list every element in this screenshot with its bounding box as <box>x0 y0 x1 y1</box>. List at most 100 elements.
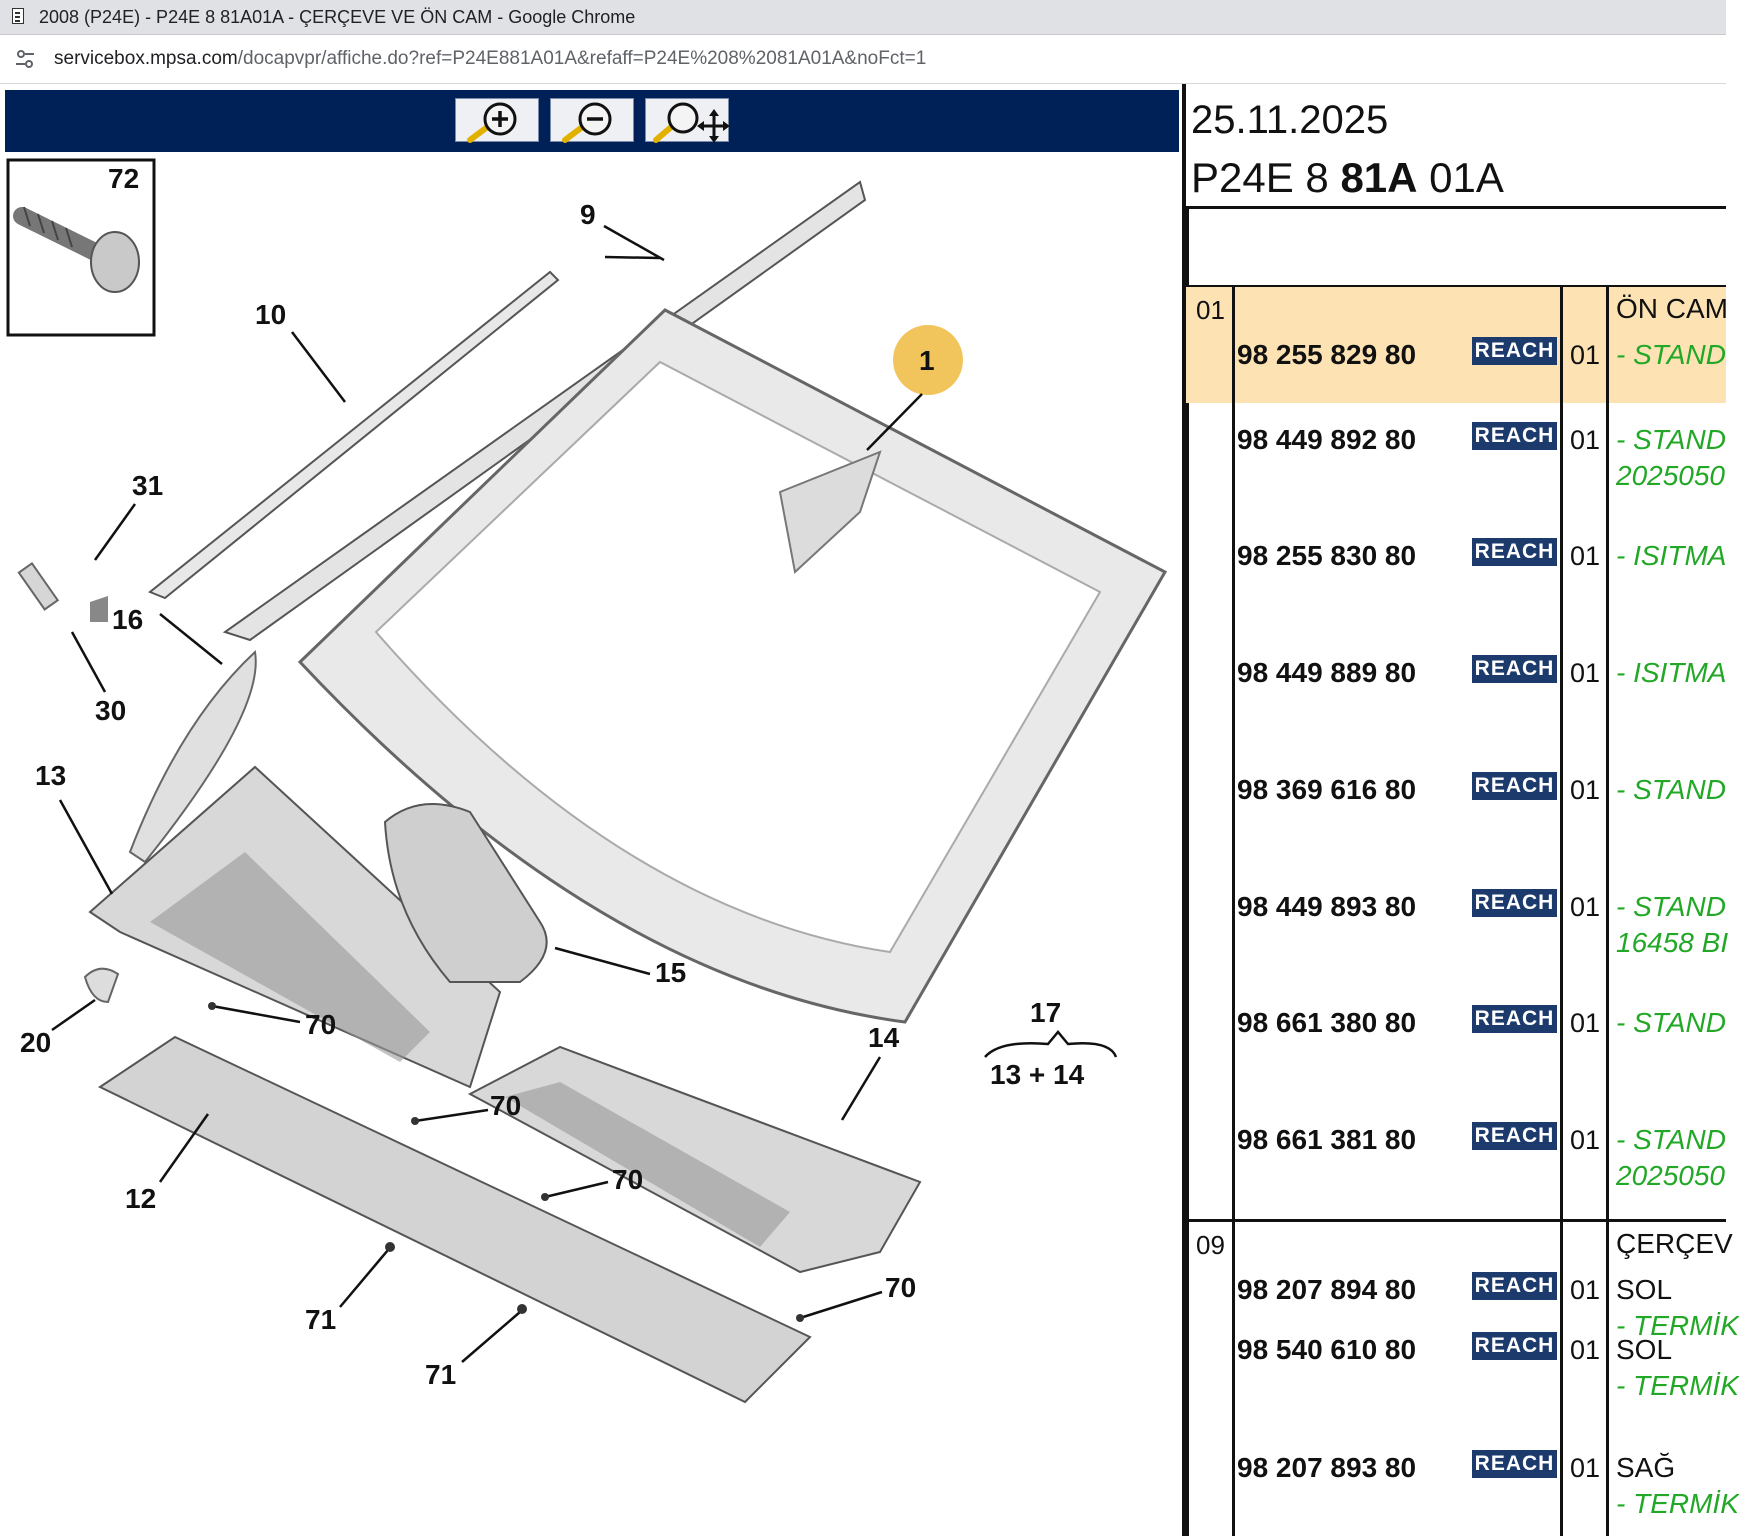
part-description: - STAND <box>1616 424 1726 455</box>
reach-badge[interactable]: REACH <box>1472 1005 1557 1033</box>
ref-suffix: 01A <box>1417 154 1504 201</box>
part-description-line2: - TERMİK <box>1616 1488 1739 1519</box>
part-number[interactable]: 98 369 616 80 <box>1237 774 1417 805</box>
site-settings-icon[interactable] <box>14 48 36 70</box>
part-number[interactable]: 98 661 381 80 <box>1237 1124 1417 1155</box>
reach-badge[interactable]: REACH <box>1472 1332 1557 1360</box>
callout-20: 20 <box>20 1027 51 1058</box>
reach-badge[interactable]: REACH <box>1472 538 1557 566</box>
part-description-line2: 2025050 <box>1616 1160 1726 1191</box>
table-row[interactable]: 98 661 380 80 REACH 01 - STAND <box>1186 989 1726 1106</box>
group-heading: ÇERÇEV <box>1616 1228 1733 1259</box>
screw-inset: 72 <box>6 158 156 337</box>
part-number[interactable]: 98 449 889 80 <box>1237 657 1417 688</box>
part-description: SOL <box>1616 1274 1673 1305</box>
part-description: - STAND <box>1616 774 1726 805</box>
reference-code: P24E 8 81A 01A <box>1191 154 1504 202</box>
pane-divider[interactable] <box>1182 84 1186 1536</box>
callout-70-c: 70 <box>612 1164 643 1195</box>
callout-16: 16 <box>112 604 143 635</box>
quantity: 01 <box>1570 1335 1601 1365</box>
table-row[interactable]: 98 255 830 80 REACH 01 - ISITMA <box>1186 522 1726 639</box>
document-icon <box>12 8 24 24</box>
part-number[interactable]: 98 540 610 80 <box>1237 1334 1417 1365</box>
reach-badge[interactable]: REACH <box>1472 1450 1557 1478</box>
callout-71-b: 71 <box>425 1359 456 1390</box>
quantity: 01 <box>1570 775 1601 805</box>
callout-1: 1 <box>919 345 935 376</box>
quantity: 01 <box>1570 1275 1601 1305</box>
callout-31: 31 <box>132 470 163 501</box>
url-text[interactable]: servicebox.mpsa.com/docapvpr/affiche.do?… <box>54 48 926 70</box>
table-row[interactable]: 98 207 893 80 REACH 01 SAĞ - TERMİK <box>1186 1434 1739 1536</box>
screw-icon <box>13 206 140 293</box>
url-path: /docapvpr/affiche.do?ref=P24E881A01A&ref… <box>237 48 927 69</box>
callout-13: 13 <box>35 760 66 791</box>
callout-10: 10 <box>255 299 286 330</box>
header-rule <box>1186 206 1726 209</box>
reach-badge[interactable]: REACH <box>1472 889 1557 917</box>
quantity: 01 <box>1570 1125 1601 1155</box>
part-number[interactable]: 98 449 892 80 <box>1237 424 1417 455</box>
address-bar[interactable]: servicebox.mpsa.com/docapvpr/affiche.do?… <box>0 35 1726 84</box>
reach-badge[interactable]: REACH <box>1472 337 1557 365</box>
part-description-line2: 2025050 <box>1616 460 1726 491</box>
zoom-in-icon <box>467 102 517 143</box>
pan-icon <box>653 102 730 143</box>
callout-70: 70 <box>305 1009 336 1040</box>
quantity: 01 <box>1570 425 1601 455</box>
url-host: servicebox.mpsa.com <box>54 48 238 69</box>
part-description: - STAND <box>1616 891 1726 922</box>
callout-70-b: 70 <box>490 1090 521 1121</box>
table-left-border <box>1186 206 1189 1536</box>
callout-17-detail: 13 + 14 <box>990 1059 1085 1090</box>
zoom-in-button[interactable] <box>455 98 539 143</box>
part-number[interactable]: 98 449 893 80 <box>1237 891 1417 922</box>
table-row[interactable]: 98 369 616 80 REACH 01 - STAND <box>1186 756 1726 873</box>
reach-badge[interactable]: REACH <box>1472 1122 1557 1150</box>
part-number[interactable]: 98 661 380 80 <box>1237 1007 1417 1038</box>
group-number: 01 <box>1196 295 1225 325</box>
quantity: 01 <box>1570 541 1601 571</box>
quantity: 01 <box>1570 1008 1601 1038</box>
table-row[interactable]: 98 449 892 80 REACH 01 - STAND 2025050 <box>1186 406 1726 522</box>
part-description: - ISITMA <box>1616 540 1727 571</box>
reach-badge[interactable]: REACH <box>1472 422 1557 450</box>
ref-bold: 81A <box>1340 154 1418 201</box>
part-number[interactable]: 98 207 894 80 <box>1237 1274 1417 1305</box>
callout-17: 17 <box>1030 997 1061 1028</box>
exploded-parts-diagram: 72 9 10 1 31 30 16 13 <box>6 158 1168 1404</box>
part-description: SOL <box>1616 1334 1673 1365</box>
diagram-pane: 72 9 10 1 31 30 16 13 <box>0 84 1184 1536</box>
part-number[interactable]: 98 207 893 80 <box>1237 1452 1417 1483</box>
quantity: 01 <box>1570 340 1601 370</box>
group-number: 09 <box>1196 1230 1225 1260</box>
pan-button[interactable] <box>645 98 730 143</box>
table-row[interactable]: 01 ÖN CAM 98 255 829 80 REACH 01 - STAND <box>1186 287 1728 403</box>
table-row[interactable]: 09 ÇERÇEV 98 207 894 80 REACH 01 SOL - TERMİK <box>1186 1222 1739 1341</box>
group-heading: ÖN CAM <box>1616 293 1728 324</box>
reach-badge[interactable]: REACH <box>1472 655 1557 683</box>
part-number[interactable]: 98 255 829 80 <box>1237 339 1417 370</box>
zoom-out-button[interactable] <box>550 98 634 143</box>
part-description-line2: - TERMİK <box>1616 1310 1739 1341</box>
part-description: - STAND <box>1616 339 1726 370</box>
quantity: 01 <box>1570 892 1601 922</box>
callout-14: 14 <box>868 1022 900 1053</box>
part-number[interactable]: 98 255 830 80 <box>1237 540 1417 571</box>
callout-30: 30 <box>95 695 126 726</box>
callout-71: 71 <box>305 1304 336 1335</box>
part-description: SAĞ <box>1616 1452 1676 1483</box>
part-description: - STAND <box>1616 1007 1726 1038</box>
reach-badge[interactable]: REACH <box>1472 1272 1557 1300</box>
quantity: 01 <box>1570 1453 1601 1483</box>
table-top-rule <box>1186 285 1726 288</box>
reach-badge[interactable]: REACH <box>1472 772 1557 800</box>
window-title-bar: 2008 (P24E) - P24E 8 81A01A - ÇERÇEVE VE… <box>0 0 1726 35</box>
zoom-toolbar <box>5 90 1179 152</box>
